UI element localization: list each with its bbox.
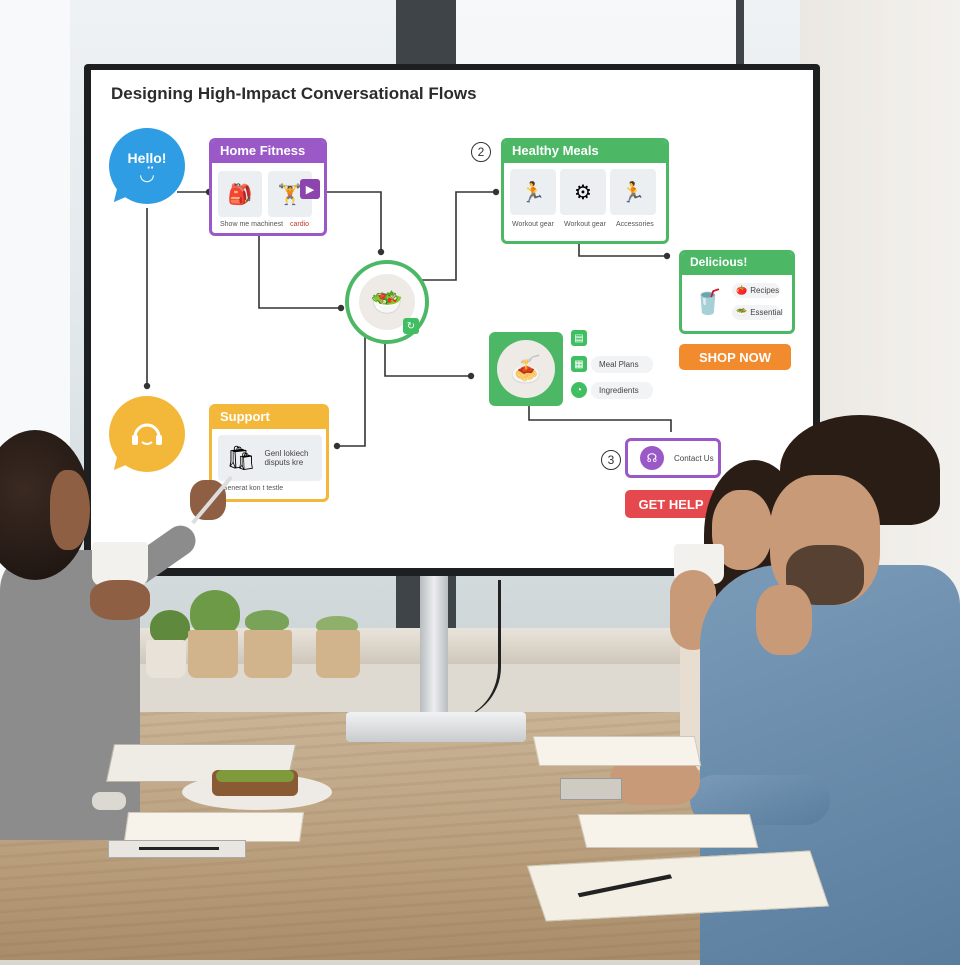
shopping-bag-icon: 🛍 bbox=[226, 444, 257, 472]
slide-title: Designing High-Impact Conversational Flo… bbox=[111, 84, 477, 103]
woman-pointing bbox=[0, 430, 250, 860]
document-icon[interactable]: ▤ bbox=[571, 330, 587, 346]
healthy-meals-card[interactable]: Healthy Meals 🏃 ⚙ 🏃 Workout gear Workout… bbox=[501, 138, 669, 244]
notepad bbox=[108, 840, 246, 858]
meals-caption-2: Workout gear bbox=[564, 221, 606, 228]
window-mullion bbox=[396, 0, 456, 66]
face bbox=[50, 470, 90, 550]
coffee-mug bbox=[92, 542, 148, 586]
play-icon[interactable]: ▶ bbox=[300, 179, 320, 199]
headset-icon: ☊ bbox=[640, 446, 664, 470]
phone bbox=[92, 792, 126, 810]
treadmill-icon: 🏃 bbox=[610, 169, 656, 215]
home-fitness-tag: cardio bbox=[290, 221, 310, 228]
contact-us-card[interactable]: ☊ Contact Us bbox=[625, 438, 721, 478]
window-mullion bbox=[736, 0, 744, 66]
man-thinking bbox=[610, 415, 960, 965]
contact-us-label: Contact Us bbox=[674, 453, 714, 463]
grid-icon[interactable]: ▦ bbox=[571, 356, 587, 372]
smiley-icon: ◡̈ bbox=[139, 164, 155, 184]
monitor-cable bbox=[448, 580, 501, 720]
home-fitness-card[interactable]: Home Fitness 🎒 🏋 ▶ Show me machinest car… bbox=[209, 138, 327, 236]
essential-label: Essential bbox=[750, 308, 783, 317]
leaf-icon[interactable]: ◔ bbox=[571, 382, 587, 398]
delicious-title: Delicious! bbox=[682, 253, 792, 275]
step-3-badge: 3 bbox=[601, 450, 621, 470]
hello-label: Hello! bbox=[127, 150, 167, 166]
monitor-stand-base bbox=[346, 712, 526, 742]
recipes-label: Recipes bbox=[750, 286, 780, 295]
support-footer: Generat kon t testle bbox=[222, 485, 284, 492]
home-fitness-caption: Show me machinest bbox=[220, 221, 284, 228]
essential-item[interactable]: 🥗 Essential bbox=[732, 305, 783, 320]
delicious-card[interactable]: Delicious! 🥤 🍅 Recipes 🥗 Essential bbox=[679, 250, 795, 334]
shop-now-button[interactable]: SHOP NOW bbox=[679, 344, 791, 370]
meal-plans-item[interactable]: Meal Plans bbox=[591, 356, 653, 373]
tablet-device bbox=[560, 778, 622, 800]
get-help-button[interactable]: GET HELP bbox=[625, 490, 717, 518]
support-chat-bubble[interactable] bbox=[109, 396, 185, 472]
salad-node[interactable]: 🥗 bbox=[345, 260, 429, 344]
potted-plants bbox=[140, 590, 370, 680]
treadmill-icon: 🏃 bbox=[510, 169, 556, 215]
background-building bbox=[440, 0, 740, 66]
notebook bbox=[532, 736, 702, 766]
home-fitness-title: Home Fitness bbox=[212, 141, 324, 163]
pasta-dish-icon: 🍝 bbox=[497, 340, 555, 398]
gym-machine-icon: ⚙ bbox=[560, 169, 606, 215]
avocado-toast bbox=[212, 770, 298, 796]
headset-icon bbox=[132, 423, 162, 445]
ingredients-item: Ingredients bbox=[591, 382, 653, 399]
notebook bbox=[123, 812, 305, 842]
hand bbox=[756, 585, 812, 655]
backpack-icon: 🎒 bbox=[218, 171, 262, 217]
food-icon: 🥗 bbox=[736, 307, 748, 317]
recipes-item[interactable]: 🍅 Recipes bbox=[732, 283, 780, 298]
support-text: Genl lokiech disputs kre bbox=[264, 449, 309, 467]
step-2-badge: 2 bbox=[471, 142, 491, 162]
support-card[interactable]: Support 🛍 Genl lokiech disputs kre Gener… bbox=[209, 404, 329, 502]
food-icon: 🍅 bbox=[736, 285, 748, 295]
support-content: 🛍 Genl lokiech disputs kre bbox=[218, 435, 322, 481]
smoothie-icon: 🥤 bbox=[693, 288, 723, 316]
refresh-icon[interactable]: ↻ bbox=[403, 318, 419, 334]
salad-bowl-icon: 🥗 bbox=[359, 274, 415, 330]
meals-caption-3: Accessories bbox=[616, 221, 654, 228]
meals-caption-1: Workout gear bbox=[512, 221, 554, 228]
healthy-meals-title: Healthy Meals bbox=[504, 141, 666, 163]
support-title: Support bbox=[212, 407, 326, 429]
hello-chat-bubble[interactable]: Hello! ◡̈ bbox=[109, 128, 185, 204]
notebook bbox=[577, 814, 759, 848]
hand bbox=[90, 580, 150, 620]
monitor-stand bbox=[420, 576, 448, 718]
pasta-node[interactable]: 🍝 bbox=[489, 332, 563, 406]
